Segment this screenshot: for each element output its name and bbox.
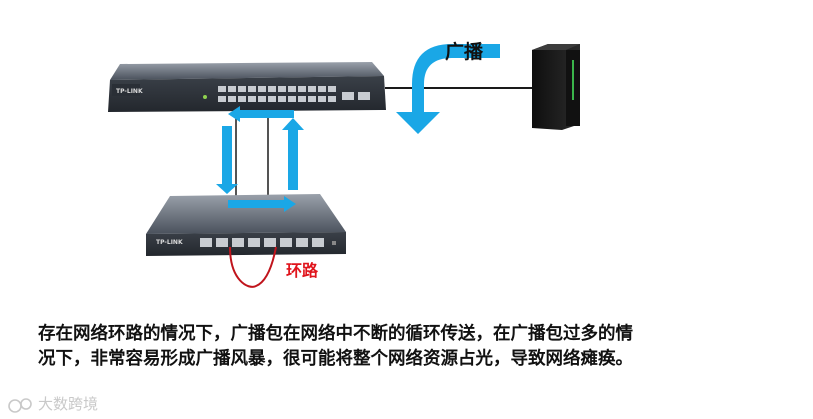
loop-label: 环路 [286, 261, 319, 280]
server [532, 44, 580, 130]
bottom-switch-brand: TP-LINK [156, 239, 183, 246]
down-arrow-icon [216, 126, 238, 194]
top-switch-ports [218, 86, 370, 102]
left-arrow-icon [228, 106, 294, 122]
top-switch: TP-LINK [108, 62, 386, 112]
up-arrow-icon [288, 130, 298, 190]
watermark-text: 大数跨境 [38, 395, 99, 413]
broadcast-arrow [396, 44, 500, 134]
bottom-switch-ports [200, 238, 324, 247]
broadcast-label: 广播 [445, 40, 484, 63]
loop-cable [229, 246, 277, 288]
caption-line-1: 存在网络环路的情况下，广播包在网络中不断的循环传送，在广播包过多的情 [38, 324, 633, 344]
right-arrow-icon [228, 196, 296, 212]
top-switch-brand: TP-LINK [116, 88, 143, 95]
watermark: 大数跨境 [8, 393, 98, 414]
caption-line-2: 况下，非常容易形成广播风暴，很可能将整个网络资源占光，导致网络瘫痪。 [38, 349, 633, 369]
watermark-logo-icon [8, 397, 32, 413]
caption: 存在网络环路的情况下，广播包在网络中不断的循环传送，在广播包过多的情 况下，非常… [38, 322, 788, 372]
